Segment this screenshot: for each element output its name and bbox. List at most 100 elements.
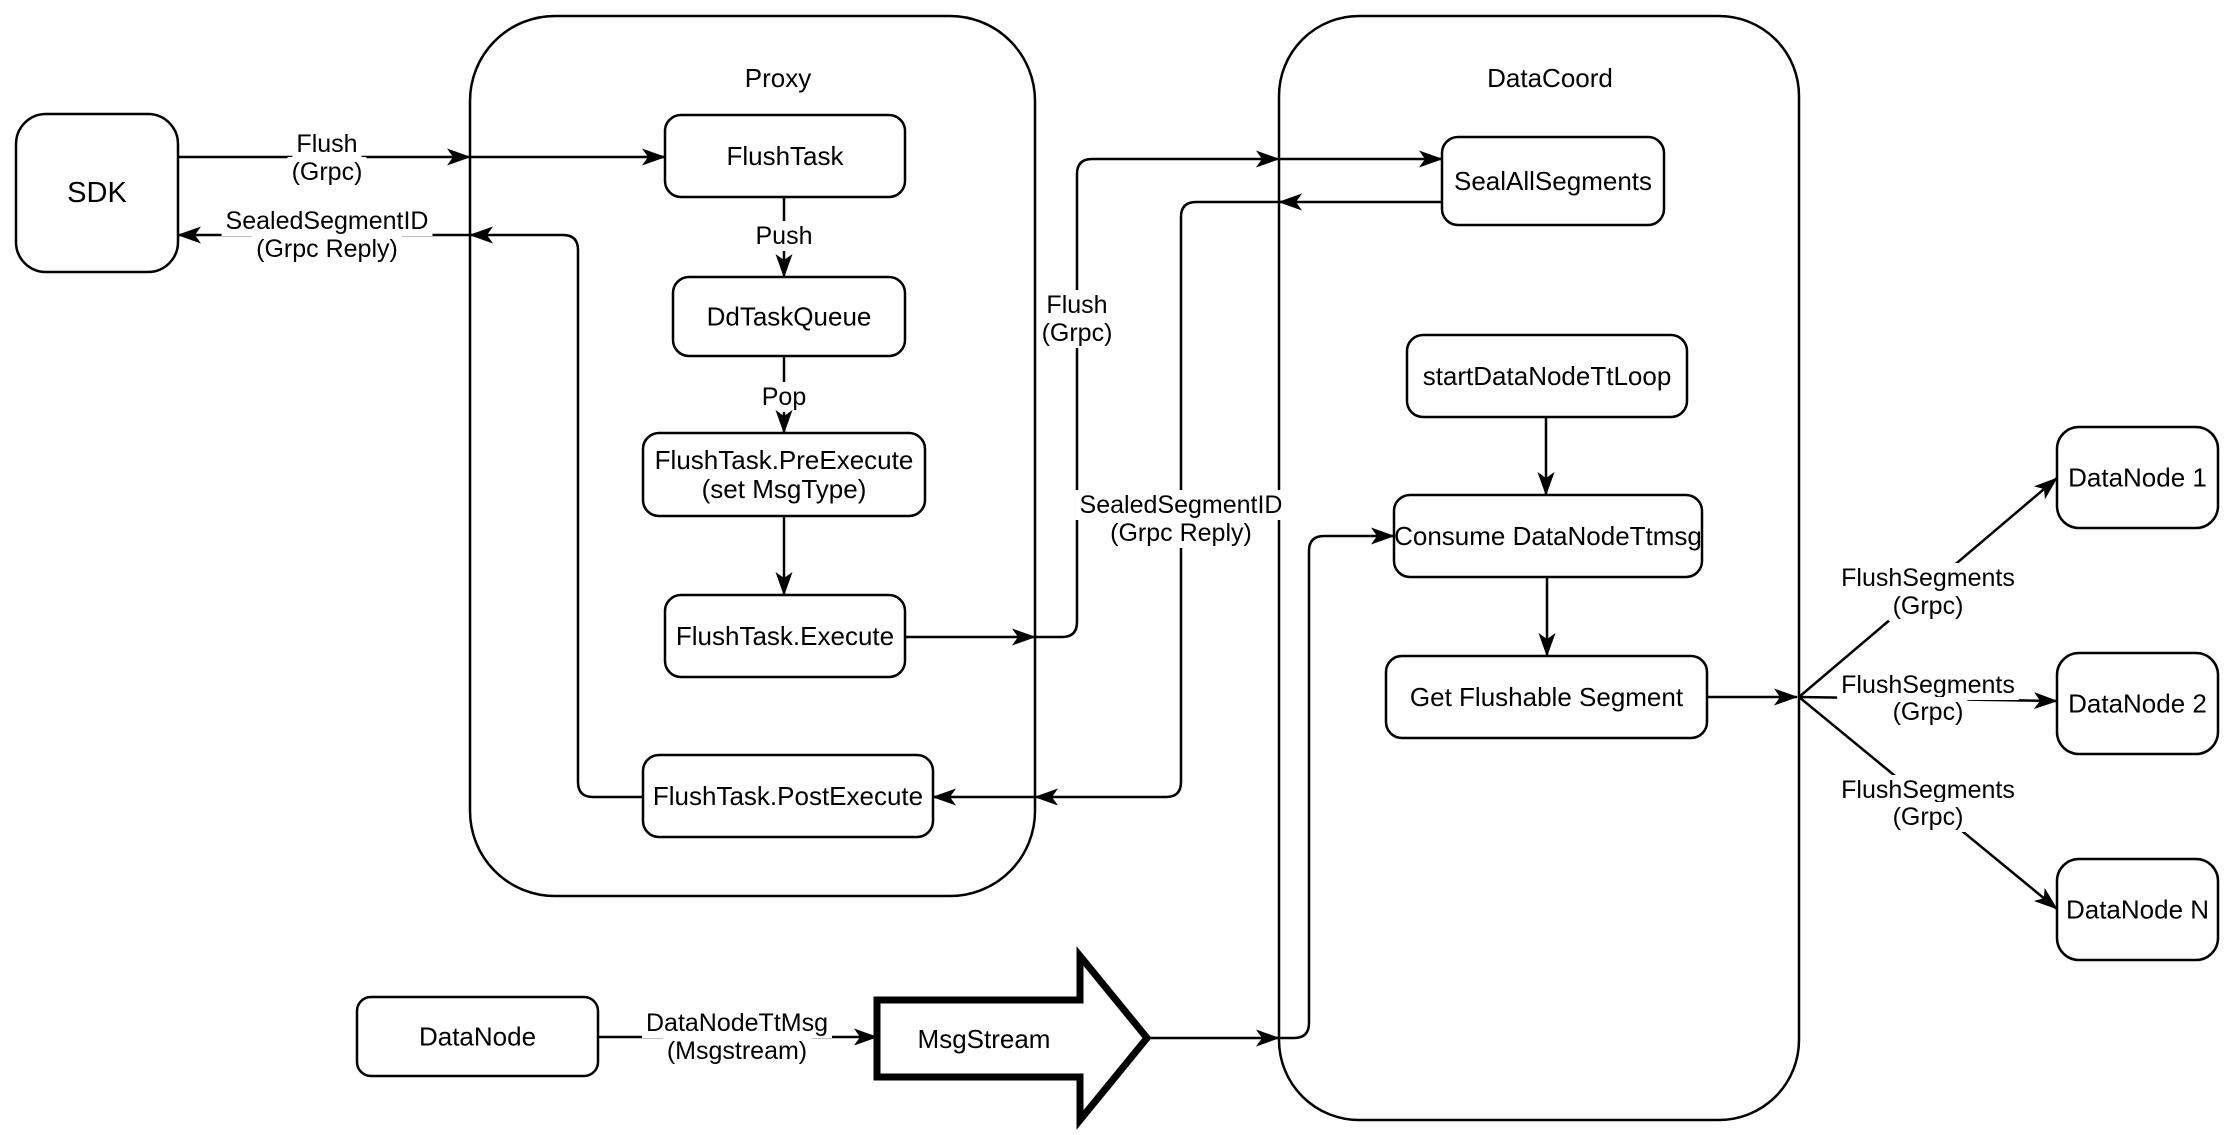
edge-postexecute-to-sdk <box>178 233 643 799</box>
label-bg <box>1075 490 1287 520</box>
arrowhead <box>854 1028 878 1046</box>
start-data-node-tt-loop-node-label: startDataNodeTtLoop <box>1423 361 1672 391</box>
flush-task-pre-execute-node-label: FlushTask.PreExecute(set MsgType) <box>655 445 914 504</box>
node-label-line: DataNode N <box>2066 895 2209 925</box>
label-bg <box>1042 290 1112 320</box>
dd-task-queue-node <box>671 275 907 358</box>
node-label-line: DataNode 1 <box>2068 463 2207 493</box>
label-datanode-tt-msg: DataNodeTtMsg(Msgstream) <box>641 1008 833 1066</box>
data-node-2-node-label: DataNode 2 <box>2068 689 2207 719</box>
label-flush-segments-2-line: FlushSegments <box>1841 671 2015 699</box>
label-sealed-segment-id-mid-line: SealedSegmentID <box>1080 491 1283 519</box>
label-bg <box>662 1036 812 1066</box>
arrowhead <box>775 254 793 278</box>
node-label-line: FlushTask.PostExecute <box>653 781 923 811</box>
datacoord-container-title: DataCoord <box>1487 63 1613 93</box>
arrowhead <box>1256 150 1280 168</box>
label-pop: Pop <box>757 382 811 412</box>
consume-data-node-ttmsg-node-label: Consume DataNodeTtmsg <box>1394 521 1702 551</box>
datacoord-container <box>1277 14 1801 1122</box>
label-bg <box>287 157 367 187</box>
flush-task-post-execute-node <box>641 753 935 839</box>
proxy-container <box>468 14 1037 898</box>
arrowhead <box>1538 633 1556 657</box>
label-flush-segments-2-line: (Grpc) <box>1893 698 1964 726</box>
label-push-line: Push <box>756 222 813 250</box>
msg-stream-shape <box>873 946 1152 1130</box>
label-bg <box>1037 318 1117 348</box>
data-node-source-node-label: DataNode <box>419 1022 536 1052</box>
node-label-line: DataNode <box>419 1022 536 1052</box>
node-label-line: (set MsgType) <box>702 474 867 504</box>
get-flushable-segment-node-label: Get Flushable Segment <box>1410 682 1684 712</box>
label-bg <box>252 234 402 264</box>
node-label-line: DdTaskQueue <box>707 302 872 332</box>
arrowhead <box>1034 788 1058 806</box>
data-node-source-node <box>355 995 600 1078</box>
proxy-container-title: Proxy <box>745 63 811 93</box>
label-pop-line: Pop <box>762 383 806 411</box>
sdk-node-label: SDK <box>67 177 127 209</box>
arrowhead <box>2033 477 2058 500</box>
label-push: Push <box>751 221 817 251</box>
label-flush-segments-2: FlushSegments(Grpc) <box>1837 670 2019 727</box>
node-label-line: startDataNodeTtLoop <box>1423 361 1672 391</box>
label-bg <box>1888 591 1968 621</box>
arrowhead <box>1278 193 1302 211</box>
arrowhead <box>642 148 666 166</box>
label-bg <box>1106 518 1256 548</box>
label-flush-grpc-mid-line: (Grpc) <box>1042 319 1113 347</box>
data-node-1-node <box>2055 425 2220 530</box>
start-data-node-tt-loop-node <box>1405 333 1689 419</box>
seal-all-segments-node-label: SealAllSegments <box>1454 166 1652 196</box>
arrowhead <box>2033 692 2058 710</box>
label-flush-segments-3-line: FlushSegments <box>1841 776 2015 804</box>
sdk-node <box>14 112 180 274</box>
flush-task-post-execute-node-label: FlushTask.PostExecute <box>653 781 923 811</box>
label-bg <box>221 206 433 236</box>
label-flush-segments-3: FlushSegments(Grpc) <box>1837 775 2019 832</box>
label-flush-segments-3-line: (Grpc) <box>1893 803 1964 831</box>
label-flush-grpc-left: Flush(Grpc) <box>287 129 367 187</box>
label-datanode-tt-msg-line: DataNodeTtMsg <box>646 1009 828 1037</box>
node-label-line: Consume DataNodeTtmsg <box>1394 521 1702 551</box>
msg-stream-shape-label: MsgStream <box>918 1024 1051 1054</box>
flush-task-node <box>663 113 907 199</box>
flush-task-node-label: FlushTask <box>726 141 844 171</box>
label-datanode-tt-msg-line: (Msgstream) <box>667 1037 807 1065</box>
dd-task-queue-node-label: DdTaskQueue <box>707 302 872 332</box>
arrowhead <box>469 226 493 244</box>
label-bg <box>751 221 817 251</box>
arrowhead <box>932 788 956 806</box>
arrowhead <box>447 148 471 166</box>
label-bg <box>1837 670 2019 700</box>
label-flush-grpc-mid: Flush(Grpc) <box>1037 290 1117 348</box>
arrowhead <box>1774 688 1798 706</box>
node-label-line: FlushTask <box>726 141 844 171</box>
flush-task-execute-node <box>663 593 907 679</box>
node-label-line: SDK <box>67 177 127 209</box>
label-bg <box>1888 802 1968 832</box>
arrowhead <box>2033 887 2058 910</box>
label-flush-grpc-left-line: (Grpc) <box>292 158 363 186</box>
node-label-line: DataNode 2 <box>2068 689 2207 719</box>
seal-all-segments-node <box>1440 135 1666 227</box>
arrowhead <box>1537 472 1555 496</box>
data-node-1-node-label: DataNode 1 <box>2068 463 2207 493</box>
label-sealed-segment-id-left-line: SealedSegmentID <box>226 207 429 235</box>
node-label-line: FlushTask.PreExecute <box>655 445 914 475</box>
label-sealed-segment-id-left: SealedSegmentID(Grpc Reply) <box>221 206 433 264</box>
get-flushable-segment-node <box>1384 654 1709 740</box>
arrowhead <box>177 226 201 244</box>
label-flush-segments-1: FlushSegments(Grpc) <box>1837 563 2019 621</box>
data-node-n-node-label: DataNode N <box>2066 895 2209 925</box>
label-bg <box>292 129 362 159</box>
label-sealed-segment-id-left-line: (Grpc Reply) <box>256 235 398 263</box>
label-bg <box>641 1008 833 1038</box>
node-label-line: FlushTask.Execute <box>676 621 894 651</box>
arrowhead <box>1419 150 1443 168</box>
arrowhead <box>1371 527 1395 545</box>
node-label-line: SealAllSegments <box>1454 166 1652 196</box>
label-bg <box>757 382 811 412</box>
